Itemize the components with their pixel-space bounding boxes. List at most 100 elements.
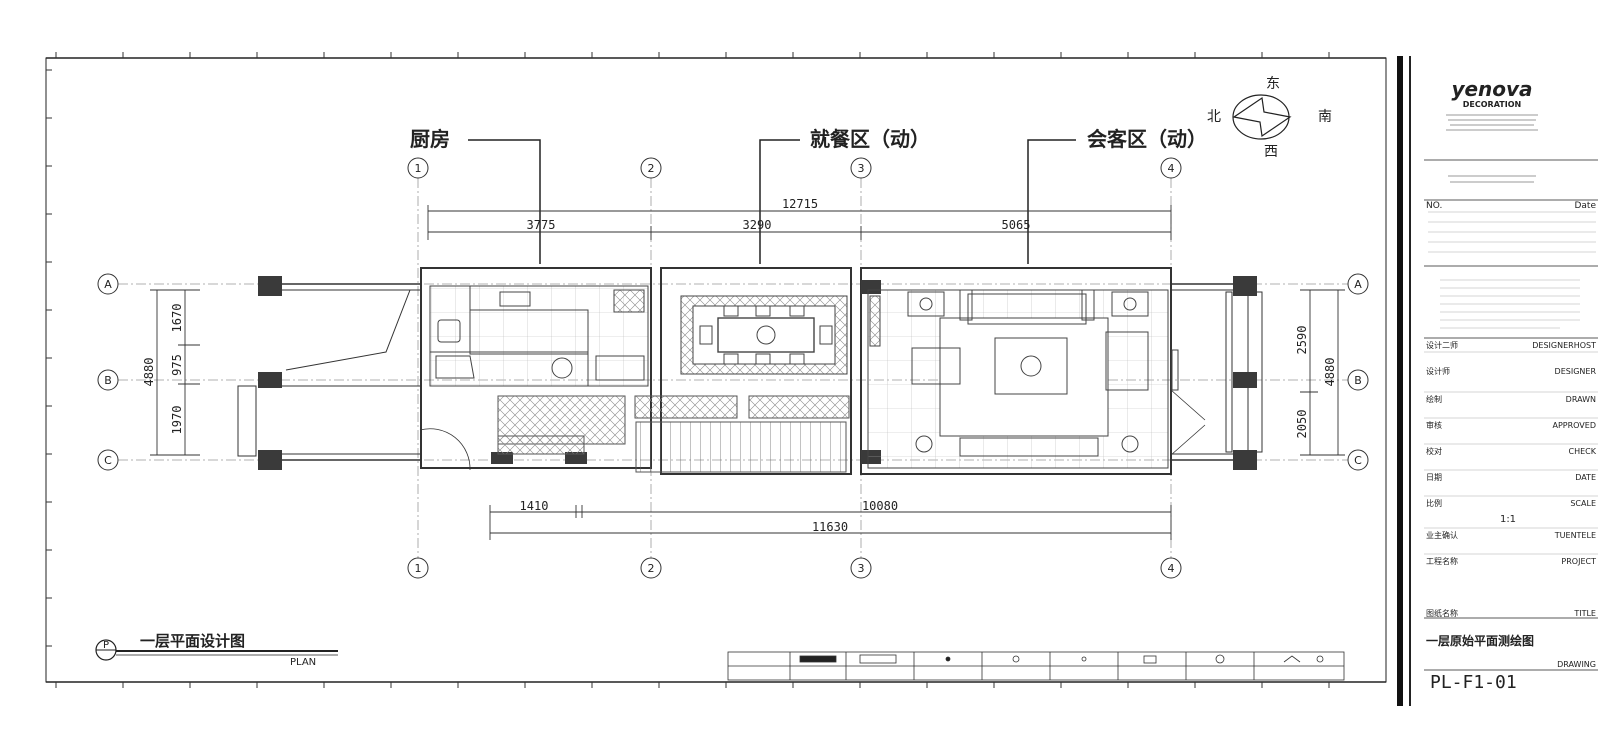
dining-area bbox=[680, 295, 848, 375]
axis-label: B bbox=[104, 374, 112, 387]
dim-bottom-total: 11630 bbox=[812, 520, 848, 534]
compass-east: 东 bbox=[1266, 76, 1280, 92]
title-block: yenova DECORATION bbox=[1424, 77, 1598, 693]
field-cn: 日期 bbox=[1426, 473, 1442, 482]
axis-label: 2 bbox=[648, 162, 655, 175]
dim-left-total: 4880 bbox=[142, 358, 156, 387]
axis-bubble-4-top bbox=[1160, 157, 1182, 179]
living-area bbox=[867, 289, 1179, 469]
zone-label-kitchen: 厨房 bbox=[410, 127, 450, 151]
building-walls bbox=[237, 267, 1263, 475]
dim-right-total: 4880 bbox=[1323, 358, 1337, 387]
axis-label: A bbox=[1354, 278, 1362, 291]
axis-label: A bbox=[104, 278, 112, 291]
field-cn: 绘制 bbox=[1426, 394, 1442, 404]
field-cn: 图纸名称 bbox=[1426, 608, 1458, 618]
frame-ticks bbox=[46, 52, 1330, 688]
field-en: PROJECT bbox=[1561, 557, 1596, 566]
dimension-lines bbox=[150, 205, 1345, 540]
axis-bubble-c-left bbox=[97, 449, 119, 471]
brand-subtitle: DECORATION bbox=[1463, 100, 1521, 109]
row-axis-bubbles-right: A B C bbox=[1347, 273, 1369, 471]
row-axis-bubbles-left: A B C bbox=[97, 273, 119, 471]
axis-label: 4 bbox=[1168, 162, 1175, 175]
field-en: SCALE bbox=[1570, 499, 1596, 508]
dim-top-total: 12715 bbox=[782, 197, 818, 211]
dim-top-1: 3775 bbox=[527, 218, 556, 232]
field-en: DRAWN bbox=[1566, 395, 1596, 404]
dim-right-2: 2050 bbox=[1295, 410, 1309, 439]
symbol-legend bbox=[727, 651, 1345, 681]
plan-subtitle: PLAN bbox=[290, 657, 316, 668]
axis-bubble-3-bottom bbox=[850, 557, 872, 579]
dim-left-1: 1670 bbox=[170, 304, 184, 333]
drawing-no-label: DRAWING bbox=[1557, 660, 1596, 669]
field-en: CHECK bbox=[1569, 447, 1597, 456]
scale-value: 1:1 bbox=[1500, 514, 1516, 525]
drawing-number: PL-F1-01 bbox=[1430, 672, 1517, 693]
dim-top-3: 5065 bbox=[1002, 218, 1031, 232]
zone-labels bbox=[468, 139, 1076, 264]
field-cn: 设计师 bbox=[1426, 366, 1450, 376]
axis-bubble-b-right bbox=[1347, 369, 1369, 391]
field-cn: 工程名称 bbox=[1426, 556, 1458, 566]
column-axis-bubbles-top: 1 2 3 4 bbox=[407, 157, 1182, 179]
axis-bubble-1-bottom bbox=[407, 557, 429, 579]
axis-label: 1 bbox=[415, 562, 422, 575]
axis-label: B bbox=[1354, 374, 1362, 387]
field-cn: 业主确认 bbox=[1426, 530, 1458, 540]
dim-top-2: 3290 bbox=[743, 218, 772, 232]
field-en: DATE bbox=[1575, 473, 1596, 482]
field-cn: 审核 bbox=[1426, 420, 1442, 430]
field-en: DESIGNER bbox=[1555, 367, 1597, 376]
zone-label-dining: 就餐区（动） bbox=[810, 127, 930, 151]
date-label: Date bbox=[1574, 201, 1596, 211]
compass-west: 西 bbox=[1264, 144, 1278, 160]
axis-label: C bbox=[104, 454, 112, 467]
field-en: TITLE bbox=[1573, 609, 1596, 618]
no-label: NO. bbox=[1426, 201, 1442, 211]
compass-south: 南 bbox=[1318, 109, 1332, 125]
column-axis-bubbles-bottom: 1 2 3 4 bbox=[407, 557, 1182, 579]
field-cn: 设计二师 bbox=[1426, 340, 1458, 350]
brand-logo: yenova bbox=[1451, 77, 1532, 101]
axis-bubble-1-top bbox=[407, 157, 429, 179]
field-en: DESIGNERHOST bbox=[1532, 341, 1596, 350]
plan-title-block: P 一层平面设计图 PLAN bbox=[95, 632, 338, 668]
kitchen-area bbox=[429, 285, 649, 387]
plan-symbol: P bbox=[103, 640, 109, 651]
dim-bottom-2: 10080 bbox=[862, 499, 898, 513]
title-block-fields: 设计二师 DESIGNERHOST 设计师 DESIGNER 绘制 DRAWN … bbox=[1424, 340, 1598, 618]
axis-bubble-b-left bbox=[97, 369, 119, 391]
axis-label: 3 bbox=[858, 162, 865, 175]
dim-left-2: 975 bbox=[170, 354, 184, 376]
axis-label: 1 bbox=[415, 162, 422, 175]
axis-bubble-c-right bbox=[1347, 449, 1369, 471]
field-en: TUENTELE bbox=[1554, 531, 1596, 540]
axis-label: C bbox=[1354, 454, 1362, 467]
plan-title: 一层平面设计图 bbox=[140, 632, 245, 650]
axis-bubble-a-right bbox=[1347, 273, 1369, 295]
axis-bubble-4-bottom bbox=[1160, 557, 1182, 579]
axis-bubble-2-top bbox=[640, 157, 662, 179]
axis-bubble-3-top bbox=[850, 157, 872, 179]
dim-left-3: 1970 bbox=[170, 406, 184, 435]
drawing-name: 一层原始平面测绘图 bbox=[1426, 633, 1534, 648]
structural-columns bbox=[258, 276, 1257, 470]
hatched-storage bbox=[497, 395, 850, 473]
sheet-frame bbox=[45, 56, 1411, 706]
axis-bubble-a-left bbox=[97, 273, 119, 295]
compass: 东 南 西 北 bbox=[1207, 76, 1332, 160]
field-en: APPROVED bbox=[1552, 421, 1596, 430]
dim-bottom-1: 1410 bbox=[520, 499, 549, 513]
field-cn: 比例 bbox=[1426, 498, 1442, 508]
axis-label: 3 bbox=[858, 562, 865, 575]
axis-label: 4 bbox=[1168, 562, 1175, 575]
compass-north: 北 bbox=[1207, 109, 1221, 125]
zone-label-living: 会客区（动） bbox=[1087, 127, 1207, 151]
axis-bubble-2-bottom bbox=[640, 557, 662, 579]
axis-label: 2 bbox=[648, 562, 655, 575]
field-cn: 校对 bbox=[1426, 446, 1442, 456]
dim-right-1: 2590 bbox=[1295, 326, 1309, 355]
